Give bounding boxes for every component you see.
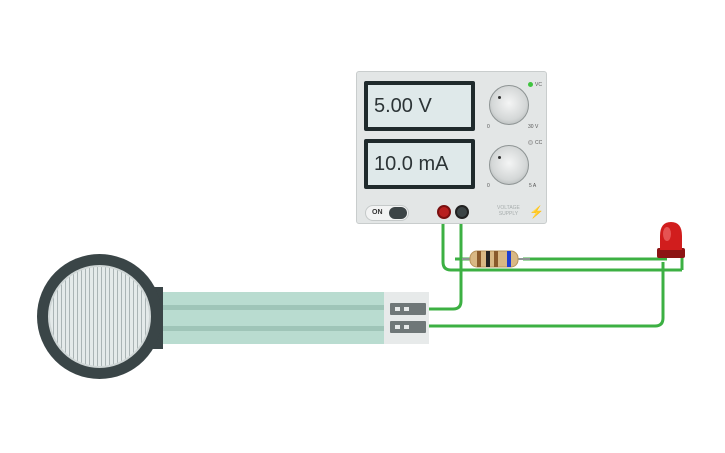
voltage-knob[interactable] xyxy=(489,85,529,125)
current-readout: 10.0 mA xyxy=(368,143,471,185)
sensor-tail xyxy=(160,292,385,344)
sensor-pin-1[interactable] xyxy=(390,303,426,315)
power-switch[interactable]: ON xyxy=(365,205,409,221)
wire-led-cathode-to-sensor[interactable] xyxy=(428,262,665,328)
sensor-trace-1 xyxy=(160,305,385,310)
current-knob-max-label: 5 A xyxy=(529,183,537,189)
negative-terminal[interactable] xyxy=(455,205,469,219)
current-knob-min-label: 0 xyxy=(487,183,490,189)
sensor-active-area[interactable] xyxy=(48,265,151,368)
cc-indicator-led xyxy=(528,140,533,145)
sensor-pin-2[interactable] xyxy=(390,321,426,333)
cc-label: CC xyxy=(535,140,543,146)
supply-brand-line1: VOLTAGE xyxy=(497,205,520,211)
cv-indicator-led xyxy=(528,82,533,87)
voltage-readout: 5.00 V xyxy=(368,85,471,127)
current-display: 10.0 mA xyxy=(364,139,475,189)
resistor-icon[interactable] xyxy=(462,250,530,268)
voltage-knob-max-label: 30 V xyxy=(528,124,539,130)
wire-positive-to-resistor[interactable] xyxy=(441,213,682,272)
sensor-connector xyxy=(384,292,429,344)
lightning-bolt-icon: ⚡ xyxy=(529,205,544,219)
voltage-knob-min-label: 0 xyxy=(487,124,490,130)
sensor-trace-2 xyxy=(160,326,385,331)
wire-negative-to-sensor[interactable] xyxy=(428,213,463,311)
voltage-display: 5.00 V xyxy=(364,81,475,131)
positive-terminal[interactable] xyxy=(437,205,451,219)
led-icon[interactable] xyxy=(657,222,685,258)
power-supply[interactable]: 5.00 V 10.0 mA 0 30 V 0 5 A VC CC ON VOL… xyxy=(356,71,547,224)
cv-label: VC xyxy=(535,82,542,88)
supply-brand-label: VOLTAGE SUPPLY xyxy=(497,205,520,217)
power-switch-thumb[interactable] xyxy=(389,207,407,219)
power-switch-label: ON xyxy=(372,209,383,216)
supply-brand-line2: SUPPLY xyxy=(498,211,519,217)
current-knob[interactable] xyxy=(489,145,529,185)
